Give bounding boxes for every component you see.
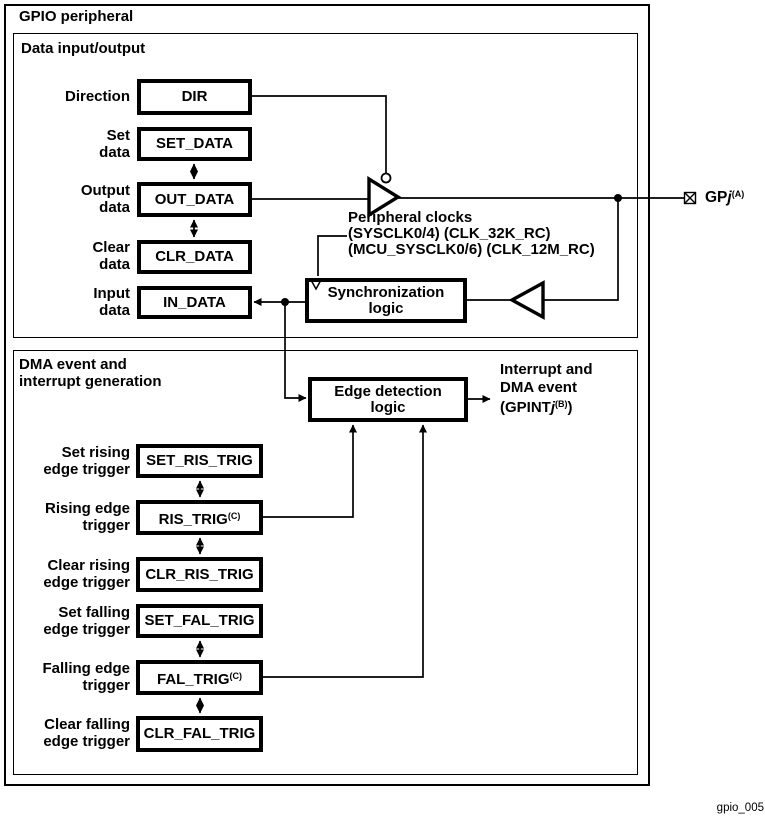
sync-logic-block: Synchronization logic [305,278,467,323]
set-falling-label: Set falling edge trigger [43,604,130,638]
clear-rising-label: Clear rising edge trigger [43,557,130,591]
interrupt-line1: Interrupt and [500,361,593,378]
clr-ris-trig-name: CLR_RIS_TRIG [145,565,254,583]
set-fal-trig-name: SET_FAL_TRIG [144,612,255,629]
clr-fal-trig-name: CLR_FAL_TRIG [143,725,256,742]
set-fal-trig-register: SET_FAL_TRIG [136,604,263,638]
interrupt-gpint: (GPINTj(B)) [500,399,573,416]
dma-frame [13,350,638,775]
set-ris-trig-register: SET_RIS_TRIG [136,444,263,478]
dir-register-name: DIR [181,88,208,105]
set-ris-trig-name: SET_RIS_TRIG [146,452,253,469]
ris-trig-register: RIS_TRIG(C) [136,500,263,535]
clr-data-register-name: CLR_DATA [155,248,234,265]
set-data-register: SET_DATA [137,127,252,161]
input-data-label: Input data [93,285,130,319]
data-io-title: Data input/output [21,40,146,57]
peripheral-clocks-label: Peripheral clocks (SYSCLK0/4) (CLK_32K_R… [348,209,595,258]
figure-id-label: gpio_005 [716,802,764,814]
dir-register: DIR [137,79,252,115]
gpio-peripheral-frame [4,4,650,786]
clear-data-label: Clear data [92,239,130,273]
set-rising-label: Set rising edge trigger [43,444,130,478]
interrupt-output-label: Interrupt and DMA event (GPINTj(B)) [500,361,593,417]
fal-trig-name: FAL_TRIG(C) [156,670,242,688]
interrupt-line2: DMA event [500,378,577,396]
gpio-pin-label: GPj(A) [705,189,745,206]
clr-fal-trig-register: CLR_FAL_TRIG [136,716,263,752]
fal-trig-register: FAL_TRIG(C) [136,660,263,695]
clear-falling-label: Clear falling edge trigger [43,716,130,750]
clr-data-register: CLR_DATA [137,240,252,274]
in-data-register: IN_DATA [137,286,252,319]
dma-section-title: DMA event and interrupt generation [19,356,162,390]
direction-label: Direction [64,88,130,105]
output-data-label: Output data [80,182,130,216]
set-data-label: Set data [99,127,130,161]
ris-trig-name: RIS_TRIG(C) [158,510,241,528]
set-data-register-name: SET_DATA [156,135,233,152]
out-data-register: OUT_DATA [137,182,252,217]
rising-edge-label: Rising edge trigger [44,500,130,534]
in-data-register-name: IN_DATA [163,293,226,311]
data-io-frame [13,33,638,338]
diagram-title: GPIO peripheral [19,8,134,25]
pin-pad-icon [683,191,697,205]
falling-edge-label: Falling edge trigger [42,660,130,694]
clr-ris-trig-register: CLR_RIS_TRIG [136,557,263,592]
out-data-register-name: OUT_DATA [154,190,235,208]
edge-detection-block: Edge detection logic [308,377,468,422]
